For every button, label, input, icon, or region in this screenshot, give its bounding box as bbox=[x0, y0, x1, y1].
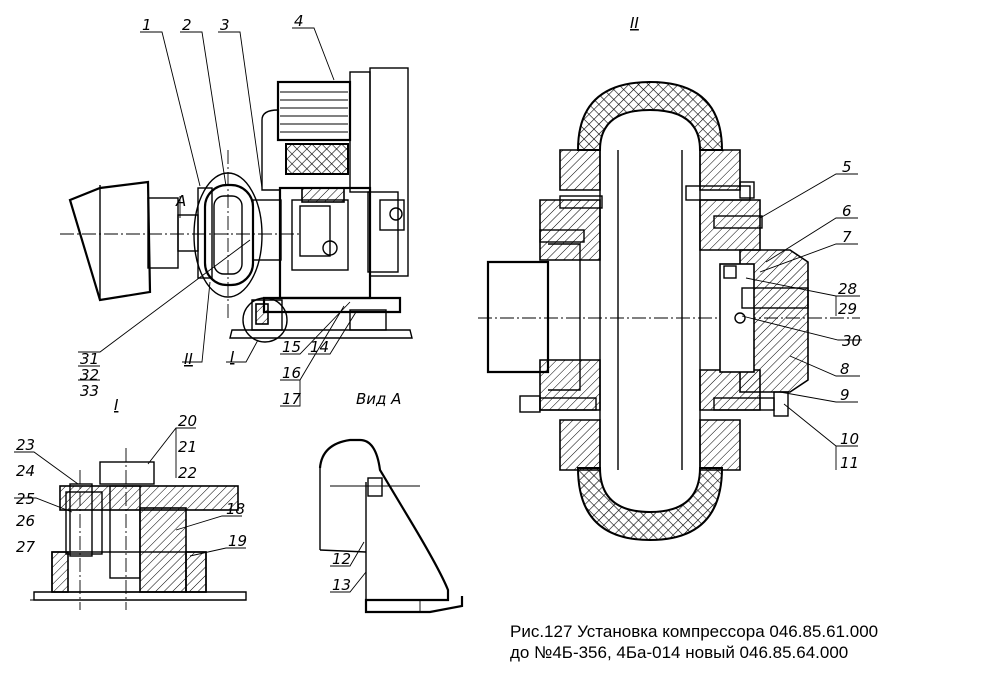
callout-28: 28 bbox=[838, 280, 857, 298]
callout-16: 16 bbox=[282, 364, 301, 382]
caption-line-2: до №4Б-356, 4Ба-014 новый 046.85.64.000 bbox=[510, 643, 848, 662]
detail-I-mark: I bbox=[230, 348, 235, 366]
callout-19: 19 bbox=[228, 532, 247, 550]
callout-20: 20 bbox=[178, 412, 197, 430]
motor-body bbox=[68, 180, 152, 302]
view-A-section bbox=[318, 438, 464, 614]
detail-I-section bbox=[30, 448, 247, 610]
callout-6: 6 bbox=[842, 202, 852, 220]
callout-8: 8 bbox=[840, 360, 850, 378]
detail-I-leaders bbox=[14, 427, 246, 557]
callout-10: 10 bbox=[840, 430, 859, 448]
detail-II-section bbox=[478, 80, 860, 542]
callout-4: 4 bbox=[294, 12, 304, 30]
callout-33: 33 bbox=[80, 382, 99, 400]
callout-7: 7 bbox=[842, 228, 852, 246]
callout-26: 26 bbox=[16, 512, 35, 530]
callout-5: 5 bbox=[842, 158, 852, 176]
arrow-A-label: А bbox=[175, 192, 186, 210]
detail-I-circle bbox=[242, 297, 288, 343]
callout-24: 24 bbox=[16, 462, 35, 480]
callout-22: 22 bbox=[178, 464, 197, 482]
detail-II-title: II bbox=[630, 14, 639, 32]
callout-23: 23 bbox=[16, 436, 35, 454]
detail-I-title: I bbox=[114, 396, 119, 414]
cylinder-head bbox=[276, 80, 352, 142]
callout-2: 2 bbox=[182, 16, 192, 34]
labels: 1 2 3 4 5 6 7 8 9 10 11 12 13 14 15 16 1… bbox=[16, 12, 878, 662]
callout-3: 3 bbox=[220, 16, 230, 34]
main-assembly-view bbox=[60, 67, 413, 343]
main-view-leaders bbox=[78, 27, 357, 407]
detail-II-mark: II bbox=[184, 350, 193, 368]
callout-13: 13 bbox=[332, 576, 351, 594]
view-A-title: Вид А bbox=[356, 390, 401, 408]
callout-1: 1 bbox=[142, 16, 152, 34]
callout-18: 18 bbox=[226, 500, 245, 518]
callout-9: 9 bbox=[840, 386, 850, 404]
callout-31: 31 bbox=[80, 350, 99, 368]
callout-32: 32 bbox=[80, 366, 99, 384]
detail-II-leaders bbox=[741, 173, 862, 470]
caption-line-1: Рис.127 Установка компрессора 046.85.61.… bbox=[510, 622, 878, 641]
callout-25: 25 bbox=[16, 490, 35, 508]
callout-29: 29 bbox=[838, 300, 857, 318]
callout-12: 12 bbox=[332, 550, 351, 568]
callout-30: 30 bbox=[842, 332, 861, 350]
view-A-leaders bbox=[330, 541, 367, 593]
callout-14: 14 bbox=[310, 338, 329, 356]
callout-27: 27 bbox=[16, 538, 36, 556]
callout-11: 11 bbox=[840, 454, 859, 472]
callout-15: 15 bbox=[282, 338, 301, 356]
callout-21: 21 bbox=[178, 438, 197, 456]
callout-17: 17 bbox=[282, 390, 302, 408]
